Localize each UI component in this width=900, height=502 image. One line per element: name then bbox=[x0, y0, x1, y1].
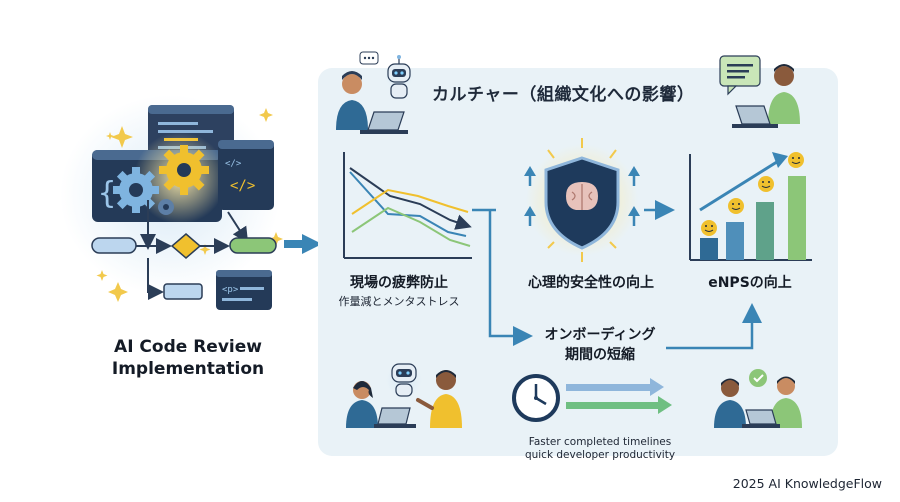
person-with-chat bbox=[719, 55, 800, 128]
code-review-illustration: { bbox=[60, 95, 283, 310]
person-with-robot bbox=[336, 51, 413, 134]
code-tag: </> bbox=[225, 159, 242, 169]
gear-icon bbox=[158, 199, 174, 215]
burnout-title: 現場の疲弊防止 bbox=[350, 275, 448, 291]
laptop-icon bbox=[742, 409, 780, 428]
code-window-icon: </> </> bbox=[218, 140, 274, 210]
code-tag: <p> bbox=[222, 285, 239, 295]
psych-safety-title: 心理的安全性の向上 bbox=[528, 275, 654, 291]
person-icon bbox=[714, 378, 746, 428]
speed-arrows bbox=[566, 378, 672, 414]
onboarding-title: オンボーディング 期間の短縮 bbox=[520, 325, 680, 365]
person-icon bbox=[336, 71, 368, 130]
smiley-icon bbox=[788, 152, 804, 168]
burnout-chart-icon bbox=[343, 152, 472, 259]
person-icon bbox=[768, 64, 800, 124]
person-icon bbox=[770, 376, 802, 428]
svg-text:{: { bbox=[98, 176, 116, 211]
chat-bubble-icon bbox=[719, 55, 761, 96]
onboarding-title-line-2: 期間の短縮 bbox=[565, 347, 635, 363]
laptop-icon bbox=[374, 407, 416, 428]
shield-brain-icon bbox=[524, 138, 640, 262]
collaboration-scene bbox=[714, 369, 802, 428]
smiley-icon bbox=[701, 220, 717, 236]
smiley-icon bbox=[758, 176, 774, 192]
main-flow-arrow bbox=[284, 234, 322, 254]
enps-title: eNPSの向上 bbox=[708, 275, 792, 291]
chat-bubble-icon bbox=[359, 51, 379, 65]
laptop-icon bbox=[360, 111, 408, 134]
flow-arrows bbox=[472, 200, 762, 350]
code-window-icon: <p> bbox=[216, 270, 272, 310]
main-title-line-1: AI Code Review bbox=[114, 337, 262, 357]
sparkle-icon bbox=[96, 108, 283, 302]
faster-caption: Faster completed timelines quick develop… bbox=[512, 436, 688, 462]
laptop-icon bbox=[732, 105, 778, 128]
checkmark-icon bbox=[749, 369, 767, 387]
mentoring-scene bbox=[346, 362, 462, 428]
robot-icon bbox=[386, 362, 422, 398]
smiley-icon bbox=[728, 198, 744, 214]
flowchart bbox=[91, 200, 277, 300]
person-icon bbox=[416, 370, 462, 428]
burnout-subtitle: 作量減とメンタストレス bbox=[338, 295, 460, 308]
gear-icon bbox=[159, 145, 209, 195]
person-icon bbox=[346, 381, 378, 428]
clock-icon bbox=[512, 374, 560, 422]
code-tag: </> bbox=[230, 178, 255, 194]
enps-chart-icon bbox=[689, 152, 812, 261]
main-title-line-2: Implementation bbox=[111, 359, 265, 379]
faster-caption-line-1: Faster completed timelines bbox=[528, 436, 672, 448]
main-title: AI Code Review Implementation bbox=[88, 336, 288, 380]
robot-icon bbox=[385, 55, 413, 99]
footer-credit: 2025 AI KnowledgeFlow bbox=[732, 476, 882, 491]
onboarding-title-line-1: オンボーディング bbox=[544, 327, 656, 343]
culture-title: カルチャー（組織文化への影響） bbox=[432, 85, 695, 105]
faster-caption-line-2: quick developer productivity bbox=[524, 449, 676, 461]
